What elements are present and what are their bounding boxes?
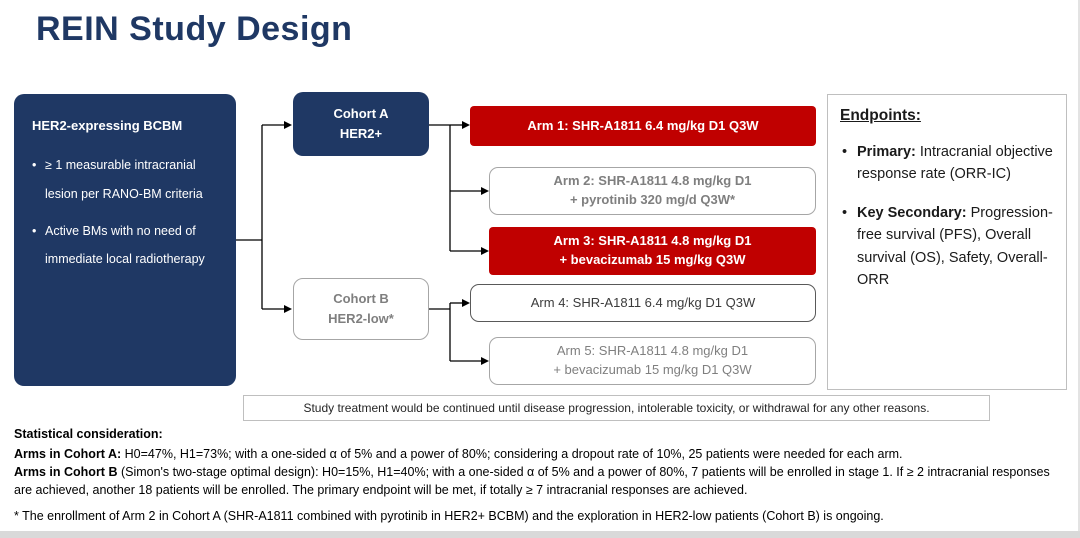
stats-cohort-b: Arms in Cohort B (Simon's two-stage opti… [14,464,1070,500]
cohort-a-box: Cohort A HER2+ [293,92,429,156]
endpoint-text: Intracranial objective response rate (OR… [857,144,1053,183]
treatment-note: Study treatment would be continued until… [243,395,990,421]
arm-label: Arm 1: SHR-A1811 6.4 mg/kg D1 Q3W [527,117,759,133]
population-title: HER2-expressing BCBM [32,118,183,133]
cohort-b-box: Cohort B HER2-low* [293,278,429,340]
population-box: HER2-expressing BCBM ≥ 1 measurable intr… [14,94,236,386]
arm-label: Arm 2: SHR-A1811 4.8 mg/kg D1 [553,173,752,189]
endpoint-item-primary: Primary: Intracranial objective response… [840,141,1056,186]
arm-3-box: Arm 3: SHR-A1811 4.8 mg/kg D1 + bevacizu… [489,227,816,275]
endpoint-label: Key Secondary: [857,204,967,221]
stats-cohort-a-label: Arms in Cohort A: [14,447,122,461]
cohort-subtitle: HER2+ [339,126,383,141]
endpoints-panel: Endpoints: Primary: Intracranial objecti… [827,94,1067,390]
endpoints-heading: Endpoints: [840,107,921,124]
population-bullet: Active BMs with no need of immediate loc… [32,217,216,275]
stats-cohort-b-text: (Simon's two-stage optimal design): H0=1… [14,465,1050,497]
slide-title: REIN Study Design [36,10,353,48]
arm-label: + pyrotinib 320 mg/d Q3W* [569,192,736,207]
arm-1-box: Arm 1: SHR-A1811 6.4 mg/kg D1 Q3W [470,106,816,146]
population-bullet: ≥ 1 measurable intracranial lesion per R… [32,151,216,209]
endpoint-item-secondary: Key Secondary: Progression-free survival… [840,202,1056,292]
endpoint-text: Progression-free survival (PFS), Overall… [857,204,1053,289]
cohort-name: Cohort B [333,290,389,306]
arm-label: + bevacizumab 15 mg/kg D1 Q3W [553,362,752,377]
arm-4-box: Arm 4: SHR-A1811 6.4 mg/kg D1 Q3W [470,284,816,322]
arm-label: + bevacizumab 15 mg/kg Q3W [559,252,746,267]
endpoint-label: Primary: [857,144,916,160]
stats-cohort-a-text: H0=47%, H1=73%; with a one-sided α of 5%… [121,447,903,461]
stats-cohort-b-label: Arms in Cohort B [14,465,118,479]
stats-heading: Statistical consideration: [14,427,163,441]
cohort-subtitle: HER2-low* [328,311,394,326]
arm-label: Arm 4: SHR-A1811 6.4 mg/kg D1 Q3W [530,294,756,310]
cohort-name: Cohort A [333,105,389,121]
arm-2-box: Arm 2: SHR-A1811 4.8 mg/kg D1 + pyrotini… [489,167,816,215]
footnote: * The enrollment of Arm 2 in Cohort A (S… [14,509,884,523]
arm-5-box: Arm 5: SHR-A1811 4.8 mg/kg D1 + bevacizu… [489,337,816,385]
stats-cohort-a: Arms in Cohort A: H0=47%, H1=73%; with a… [14,446,1070,464]
arm-label: Arm 3: SHR-A1811 4.8 mg/kg D1 [553,233,752,249]
arm-label: Arm 5: SHR-A1811 4.8 mg/kg D1 [556,343,749,359]
